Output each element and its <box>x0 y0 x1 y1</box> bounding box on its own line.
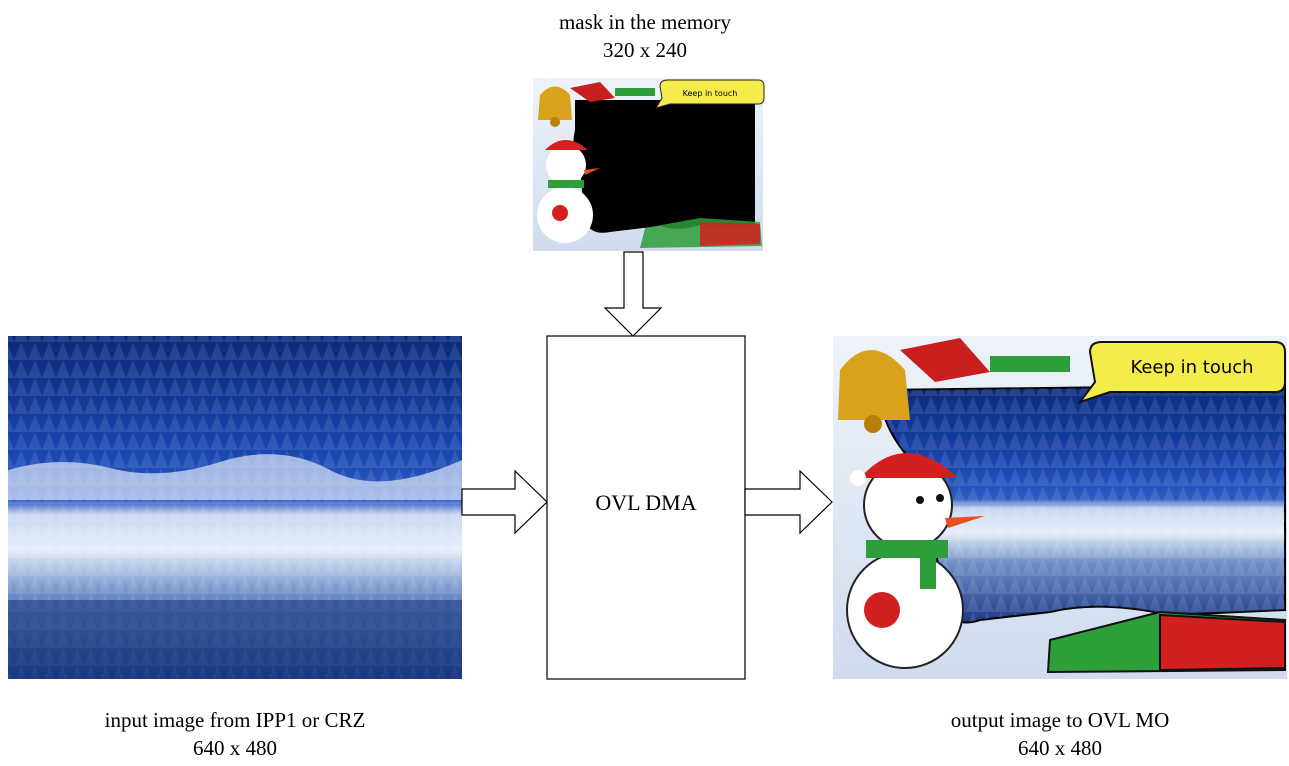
bell-icon <box>538 86 572 127</box>
input-image <box>8 336 462 679</box>
output-snowman-icon <box>846 453 985 669</box>
output-caption-size: 640 x 480 <box>1018 736 1102 760</box>
mask-to-dma-arrow <box>603 251 663 337</box>
output-speech-bubble-icon: Keep in touch <box>1077 341 1286 404</box>
mask-bubble-text: Keep in touch <box>683 89 738 98</box>
dma-to-output-arrow <box>744 469 833 535</box>
input-caption: input image from IPP1 or CRZ 640 x 480 <box>30 706 440 762</box>
mask-caption: mask in the memory 320 x 240 <box>480 8 810 64</box>
output-bubble-text: Keep in touch <box>1130 357 1253 378</box>
mask-image: Keep in touch <box>533 78 765 251</box>
ovl-dma-block <box>546 335 746 680</box>
output-bell-icon <box>838 350 910 433</box>
merry-xmas-banner-icon <box>640 218 762 248</box>
ribbon-icon <box>570 82 615 102</box>
input-to-dma-arrow <box>461 469 548 535</box>
input-caption-title: input image from IPP1 or CRZ <box>104 708 366 732</box>
speech-bubble-icon: Keep in touch <box>654 79 765 109</box>
mask-caption-title: mask in the memory <box>558 10 732 34</box>
snowman-icon <box>537 140 600 243</box>
output-caption-title: output image to OVL MO <box>950 708 1170 732</box>
input-caption-size: 640 x 480 <box>193 736 277 760</box>
output-caption: output image to OVL MO 640 x 480 <box>865 706 1255 762</box>
mask-transparent-area <box>573 100 755 233</box>
output-merry-xmas-banner-icon <box>1046 610 1286 674</box>
output-image: Keep in touch <box>833 336 1287 679</box>
output-ribbon-icon <box>900 338 990 382</box>
ovl-dma-label: OVL DMA <box>595 490 696 515</box>
mask-caption-size: 320 x 240 <box>603 38 687 62</box>
